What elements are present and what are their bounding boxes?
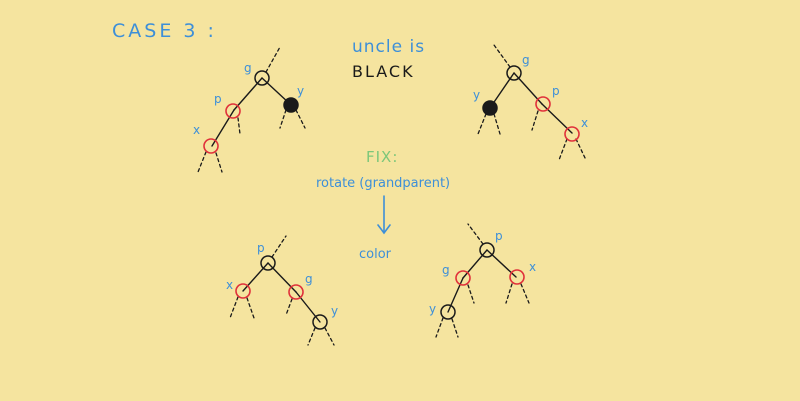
- label-x: x: [529, 260, 536, 274]
- label-p: p: [552, 84, 560, 98]
- tree-after-left: p x g y: [226, 235, 338, 346]
- label-y: y: [473, 88, 480, 102]
- label-x: x: [581, 116, 588, 130]
- label-g: g: [244, 61, 252, 75]
- label-g: g: [442, 263, 450, 277]
- nil-edges: [435, 223, 530, 338]
- nil-edges: [229, 235, 335, 346]
- node-p: [225, 103, 241, 119]
- case-title: CASE 3 :: [112, 20, 217, 42]
- node-x: [564, 126, 580, 142]
- tree-before-left: g y p x: [193, 46, 306, 173]
- node-y: [482, 100, 498, 116]
- black-label: BLACK: [352, 62, 415, 81]
- node-p: [479, 242, 495, 258]
- label-g: g: [305, 272, 313, 286]
- label-p: p: [495, 229, 503, 243]
- node-p: [535, 96, 551, 112]
- fix-action: rotate (grandparent): [316, 176, 450, 191]
- label-x: x: [193, 123, 200, 137]
- node-g: [506, 65, 522, 81]
- node-g: [288, 284, 304, 300]
- node-y: [312, 314, 328, 330]
- node-x: [235, 283, 251, 299]
- label-g: g: [522, 53, 530, 67]
- label-x: x: [226, 278, 233, 292]
- label-y: y: [331, 304, 338, 318]
- node-y: [440, 304, 456, 320]
- label-y: y: [429, 302, 436, 316]
- down-arrow-icon: [377, 195, 391, 235]
- tree-before-right: g y p x: [473, 44, 588, 161]
- node-x: [509, 269, 525, 285]
- nil-edges: [197, 46, 306, 173]
- node-x: [203, 138, 219, 154]
- label-p: p: [214, 92, 222, 106]
- tree-edges: [211, 77, 291, 147]
- tree-after-right: p g x y: [429, 223, 536, 338]
- label-p: p: [257, 241, 265, 255]
- uncle-label: uncle is: [352, 37, 425, 57]
- node-g: [254, 70, 270, 86]
- nil-edges: [477, 44, 587, 161]
- color-label: color: [359, 247, 392, 262]
- fix-label: FIX:: [366, 148, 398, 166]
- node-g: [455, 270, 471, 286]
- tree-edges: [489, 72, 573, 134]
- node-y: [283, 97, 299, 113]
- node-p: [260, 255, 276, 271]
- label-y: y: [297, 84, 304, 98]
